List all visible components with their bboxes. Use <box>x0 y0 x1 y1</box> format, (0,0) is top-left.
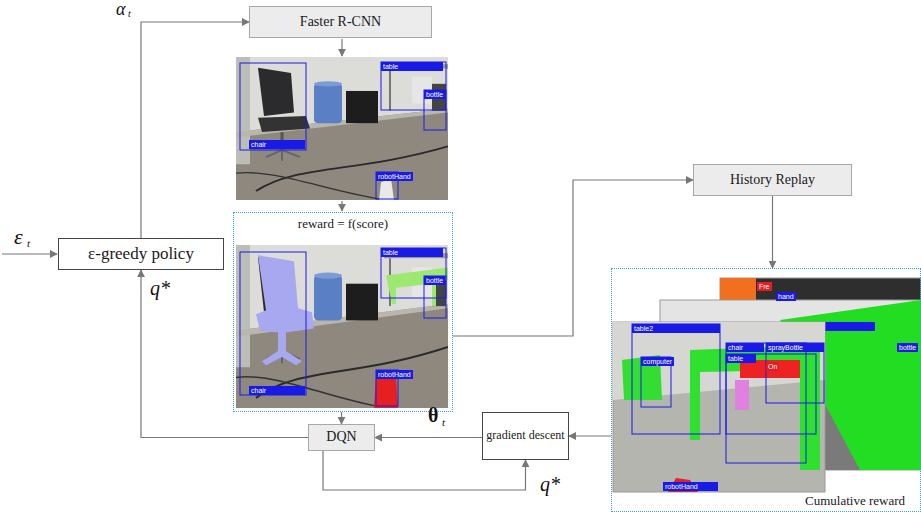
input-arrow <box>2 253 57 254</box>
node-text: Faster R-CNN <box>300 14 381 30</box>
node-text: ε-greedy policy <box>88 244 194 264</box>
detection-label: bottle <box>897 343 918 352</box>
detection-label: robotHand <box>376 370 413 379</box>
detection-label: sprayBottle <box>766 343 824 352</box>
illustration-part <box>720 278 756 300</box>
flow-arrow <box>375 437 482 438</box>
illustration-part <box>374 375 398 408</box>
illustration-part <box>632 324 720 434</box>
detection-label: robotHand <box>663 482 718 491</box>
illustration-part <box>236 245 448 408</box>
illustration-part <box>766 343 824 403</box>
illustration-part <box>240 63 306 150</box>
subscript: t <box>27 238 30 249</box>
symbol: q* <box>540 474 560 494</box>
replay-photo <box>613 322 825 492</box>
symbol: ε <box>14 226 23 248</box>
segmented-photo <box>236 245 448 408</box>
detection-label: table <box>381 248 443 257</box>
detection-label: bottle <box>424 276 445 285</box>
detection-label: chair <box>726 343 764 352</box>
policy-box: ε-greedy policy <box>58 238 224 270</box>
illustration-part <box>690 345 820 470</box>
detection-label: table <box>381 62 443 71</box>
symbol: θ <box>428 405 438 425</box>
illustration-part <box>613 322 825 492</box>
reward-panel: reward = f(score) <box>233 212 453 412</box>
detection-label: bottle <box>424 90 445 99</box>
subscript: t <box>442 417 445 428</box>
detection-label: hand <box>776 292 796 301</box>
replay-panel: Cumulative reward <box>611 268 921 512</box>
illustration-part <box>424 276 446 318</box>
flow-arrow <box>141 270 308 438</box>
image-arrow <box>341 39 342 56</box>
detection-label: computer <box>641 357 674 366</box>
process-box: gradient descent <box>482 412 569 460</box>
detection-label: On <box>766 362 779 371</box>
detection-label: chair <box>249 386 305 395</box>
illustration-part <box>386 267 448 306</box>
detection-label: robotHand <box>376 172 413 181</box>
illustration-part <box>381 248 446 298</box>
subscript: t <box>128 9 131 19</box>
flow-arrow <box>453 180 693 336</box>
camera-photo <box>236 57 448 200</box>
illustration-part <box>735 380 749 410</box>
node-text: History Replay <box>730 172 815 188</box>
symbol: q* <box>150 278 170 298</box>
illustration-part <box>256 255 314 365</box>
detection-label: Fre <box>757 282 772 291</box>
detection-label: table2 <box>632 324 720 333</box>
process-box: Faster R-CNN <box>249 6 432 38</box>
node-text: Cumulative reward <box>802 494 908 509</box>
illustration-part <box>236 245 448 408</box>
flow-arrow <box>141 22 249 238</box>
illustration-part <box>236 57 448 200</box>
node-text: gradient descent <box>486 429 564 443</box>
symbol: α <box>116 0 125 18</box>
illustration-part <box>236 57 448 200</box>
illustration-part <box>381 62 446 110</box>
illustration-part <box>726 354 816 434</box>
detection-label: table <box>726 354 756 363</box>
node-text: reward = f(score) <box>295 217 391 232</box>
flow-arrow <box>341 412 342 424</box>
detection-label: chair <box>249 140 305 149</box>
illustration-part <box>240 252 306 395</box>
process-box: History Replay <box>693 164 852 196</box>
flow-arrow <box>569 435 611 436</box>
network-box: DQN <box>308 424 375 451</box>
node-text: DQN <box>326 429 356 445</box>
illustration-part <box>424 90 446 130</box>
flow-arrow <box>772 196 773 268</box>
image-arrow <box>341 201 342 211</box>
